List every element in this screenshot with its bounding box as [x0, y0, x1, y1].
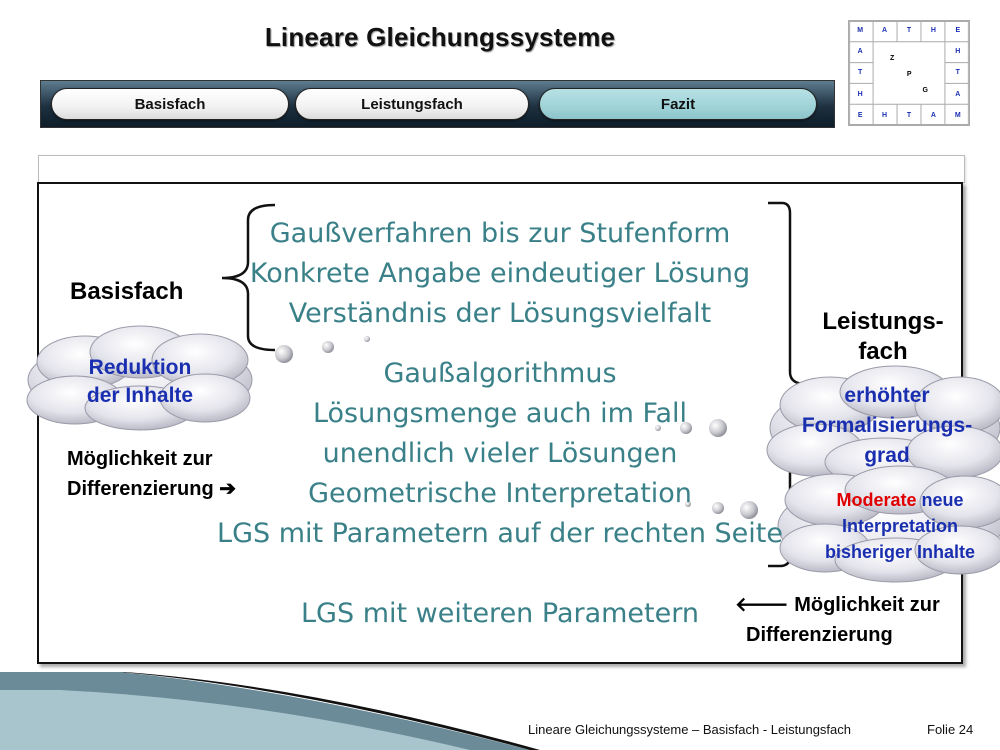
thought-dot: [685, 501, 691, 507]
logo-letter: E: [955, 27, 961, 35]
footer-swoosh: [0, 672, 540, 750]
basis-item: Gaußverfahren bis zur Stufenform: [269, 218, 731, 249]
slide-title: Lineare Gleichungssysteme: [264, 22, 616, 52]
thought-dot: [322, 341, 334, 353]
diff-right-line1: 🡐 Möglichkeit zur: [735, 590, 940, 620]
tab-basisfach[interactable]: Basisfach: [51, 88, 289, 120]
thought-dot: [364, 336, 370, 342]
cloud-moderate-blue-word: neue: [921, 490, 964, 510]
footer-title: Lineare Gleichungssysteme – Basisfach - …: [528, 722, 852, 737]
basis-item: Verständnis der Lösungsvielfalt: [288, 298, 712, 329]
tab-fazit[interactable]: Fazit: [539, 88, 817, 120]
leistung-item: LGS mit Parametern auf der rechten Seite: [217, 518, 783, 549]
logo-letter: H: [955, 48, 961, 56]
cloud-reduktion-shape: [26, 325, 253, 431]
cloud-formalisierung-line: erhöhter: [844, 384, 930, 407]
cloud-moderate-line: Moderate neue: [836, 487, 963, 513]
thought-dot: [709, 419, 727, 437]
cloud-reduktion: Reduktion der Inhalte: [40, 350, 240, 414]
logo-letter: H: [882, 111, 888, 119]
diff-right-line2: Differenzierung: [746, 624, 893, 646]
logo-letter: A: [857, 48, 863, 56]
leistung-item: unendlich vieler Lösungen: [322, 438, 678, 469]
logo-letter: P: [906, 71, 912, 79]
cloud-reduktion-line: Reduktion: [88, 356, 192, 379]
tab-leistungsfach[interactable]: Leistungsfach: [295, 88, 529, 120]
diff-left: Möglichkeit zur Differenzierung ➔: [67, 444, 236, 504]
cloud-moderate: Moderate neue Interpretation bisheriger …: [800, 486, 1000, 566]
arrow-right-icon: ➔: [219, 478, 237, 500]
logo-letter: T: [955, 69, 960, 77]
logo-letter: G: [922, 87, 928, 95]
logo-grid-lines: [848, 20, 970, 126]
logo-letter: H: [857, 90, 863, 98]
cloud-reduktion-line: der Inhalte: [86, 384, 194, 407]
left-brace: [221, 203, 276, 352]
logo-letter: Z: [890, 55, 895, 63]
thought-dot: [655, 425, 661, 431]
cloud-formalisierung: erhöhter Formalisierungs- grad: [782, 380, 992, 472]
thought-dot: [680, 422, 692, 434]
leistung-item: Lösungsmenge auch im Fall: [312, 398, 688, 429]
leistung-item: Gaußalgorithmus: [383, 358, 617, 389]
cloud-moderate-shape: [777, 465, 1000, 583]
nav-bar: Basisfach Leistungsfach Fazit: [40, 80, 835, 128]
logo-letter: A: [882, 27, 888, 35]
diff-right-text: Möglichkeit zur: [794, 594, 940, 616]
logo-letter: M: [954, 111, 961, 119]
cloud-formalisierung-line: grad: [864, 444, 910, 467]
diff-left-text: Differenzierung: [67, 478, 214, 500]
logo-letter: M: [857, 27, 864, 35]
cloud-formalisierung-line: Formalisierungs-: [801, 414, 973, 437]
leistungsfach-label: Leistungs- fach: [808, 308, 958, 366]
leistung-item: Geometrische Interpretation: [308, 478, 692, 509]
diff-left-line2: Differenzierung ➔: [67, 474, 236, 504]
header-panel: [38, 155, 965, 183]
basisfach-label: Basisfach: [70, 278, 184, 305]
logo-letter: T: [858, 69, 863, 77]
logo-letter: T: [906, 111, 912, 119]
extra-item: LGS mit weiteren Parametern: [301, 598, 699, 629]
basis-item: Konkrete Angabe eindeutiger Lösung: [249, 258, 751, 289]
leistungsfach-label-line: fach: [858, 338, 908, 365]
logo-letter: H: [930, 27, 936, 35]
cloud-moderate-red-word: Moderate: [836, 490, 917, 510]
logo-letter: T: [906, 27, 912, 35]
cloud-moderate-line: Interpretation: [841, 516, 958, 536]
thought-dot: [712, 502, 724, 514]
diff-left-line1: Möglichkeit zur: [67, 448, 213, 470]
logo-letter: A: [955, 90, 961, 98]
cloud-moderate-line: bisheriger Inhalte: [824, 542, 976, 562]
diff-right: 🡐 Möglichkeit zur Differenzierung: [735, 590, 940, 650]
thought-dot: [275, 345, 293, 363]
arrow-left-icon: 🡐: [735, 594, 789, 616]
mathe-logo: M A T H E A T H H T A E H T A M Z P G: [848, 20, 970, 126]
thought-dot: [740, 501, 758, 519]
logo-letter: E: [857, 111, 863, 119]
slide-number: Folie 24: [927, 722, 974, 737]
leistungsfach-label-line: Leistungs-: [822, 308, 944, 335]
logo-letter: A: [930, 111, 936, 119]
